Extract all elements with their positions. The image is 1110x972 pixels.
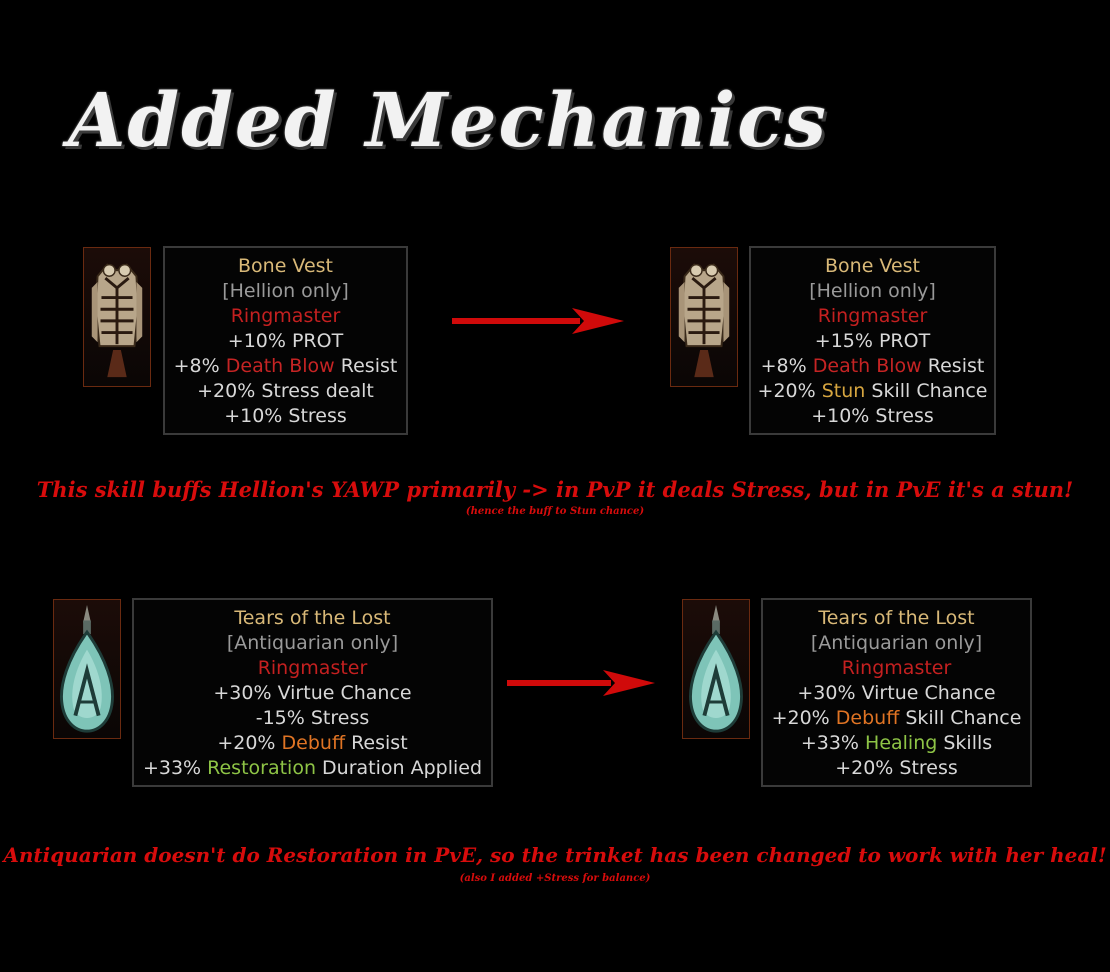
stat-stun-chance: +20% Stun Skill Chance — [751, 379, 994, 404]
stat-restoration-duration: +33% Restoration Duration Applied — [134, 756, 491, 781]
stat-suffix: Resist — [345, 732, 408, 754]
page-title: Added Mechanics — [68, 78, 828, 164]
item-set: Ringmaster — [817, 305, 928, 327]
stat-stress: +10% Stress — [811, 405, 934, 427]
tooltip-bone-vest-after: Bone Vest [Hellion only] Ringmaster +15%… — [749, 246, 996, 435]
item-name: Bone Vest — [238, 255, 333, 277]
item-restriction: [Hellion only] — [809, 280, 936, 302]
stat-prot: +15% PROT — [814, 330, 931, 352]
stat-virtue-chance: +30% Virtue Chance — [134, 681, 491, 706]
item-set: Ringmaster — [257, 657, 368, 679]
stat-healing-skills: +33% Healing Skills — [763, 731, 1030, 756]
stat-suffix: Resist — [334, 355, 398, 377]
item-restriction: [Hellion only] — [222, 280, 349, 302]
bone-vest-icon — [670, 247, 738, 387]
stat-suffix: Skills — [937, 732, 993, 754]
stat-value: +33% — [800, 732, 866, 754]
stat-value: +33% — [142, 757, 208, 779]
stat-deathblow: +8% Death Blow Resist — [751, 354, 994, 379]
tears-of-the-lost-icon — [53, 599, 121, 739]
keyword-debuff: Debuff — [835, 707, 900, 729]
tooltip-tears-before: Tears of the Lost [Antiquarian only] Rin… — [132, 598, 493, 787]
arrow-right-icon — [452, 308, 624, 334]
keyword-death-blow: Death Blow — [225, 355, 335, 377]
stat-stress-dealt: +20% Stress dealt — [197, 380, 374, 402]
stat-value: +20% — [757, 380, 822, 402]
item-name: Tears of the Lost — [234, 607, 391, 629]
stat-prot: +10% PROT — [227, 330, 344, 352]
stat-suffix: Skill Chance — [865, 380, 988, 402]
item-set: Ringmaster — [841, 657, 952, 679]
keyword-healing: Healing — [865, 732, 938, 754]
item-name: Tears of the Lost — [818, 607, 975, 629]
stat-debuff-chance: +20% Debuff Skill Chance — [763, 706, 1030, 731]
stat-value: +30% — [797, 682, 862, 704]
stat-stress: -15% Stress — [255, 707, 370, 729]
item-restriction: [Antiquarian only] — [810, 632, 983, 654]
stat-suffix: Duration Applied — [316, 757, 483, 779]
bone-vest-icon — [83, 247, 151, 387]
stat-deathblow: +8% Death Blow Resist — [165, 354, 406, 379]
note-antiquarian-sub: (also I added +Stress for balance) — [459, 873, 651, 884]
item-name: Bone Vest — [825, 255, 920, 277]
tears-of-the-lost-icon — [682, 599, 750, 739]
keyword-stun: Stun — [821, 380, 866, 402]
tooltip-tears-after: Tears of the Lost [Antiquarian only] Rin… — [761, 598, 1032, 787]
stat-value: +30% — [213, 682, 278, 704]
note-hellion-sub: (hence the buff to Stun chance) — [465, 506, 645, 517]
stat-value: +20% — [771, 707, 836, 729]
note-antiquarian: Antiquarian doesn't do Restoration in Pv… — [3, 843, 1107, 867]
stat-virtue-chance: +30% Virtue Chance — [763, 681, 1030, 706]
keyword-virtue: Virtue — [277, 682, 335, 704]
keyword-debuff: Debuff — [281, 732, 346, 754]
stat-value: +20% — [217, 732, 282, 754]
keyword-death-blow: Death Blow — [812, 355, 922, 377]
stat-value: +8% — [760, 355, 813, 377]
stat-stress: +10% Stress — [224, 405, 347, 427]
stat-value: +8% — [173, 355, 226, 377]
tooltip-bone-vest-before: Bone Vest [Hellion only] Ringmaster +10%… — [163, 246, 408, 435]
item-restriction: [Antiquarian only] — [226, 632, 399, 654]
stat-debuff-resist: +20% Debuff Resist — [134, 731, 491, 756]
item-set: Ringmaster — [230, 305, 341, 327]
keyword-virtue: Virtue — [861, 682, 919, 704]
keyword-restoration: Restoration — [207, 757, 317, 779]
stat-suffix: Skill Chance — [899, 707, 1022, 729]
stat-suffix: Chance — [334, 682, 412, 704]
stat-stress: +20% Stress — [835, 757, 958, 779]
note-hellion: This skill buffs Hellion's YAWP primaril… — [36, 477, 1074, 502]
stat-suffix: Chance — [918, 682, 996, 704]
arrow-right-icon — [507, 670, 655, 696]
stat-suffix: Resist — [921, 355, 985, 377]
